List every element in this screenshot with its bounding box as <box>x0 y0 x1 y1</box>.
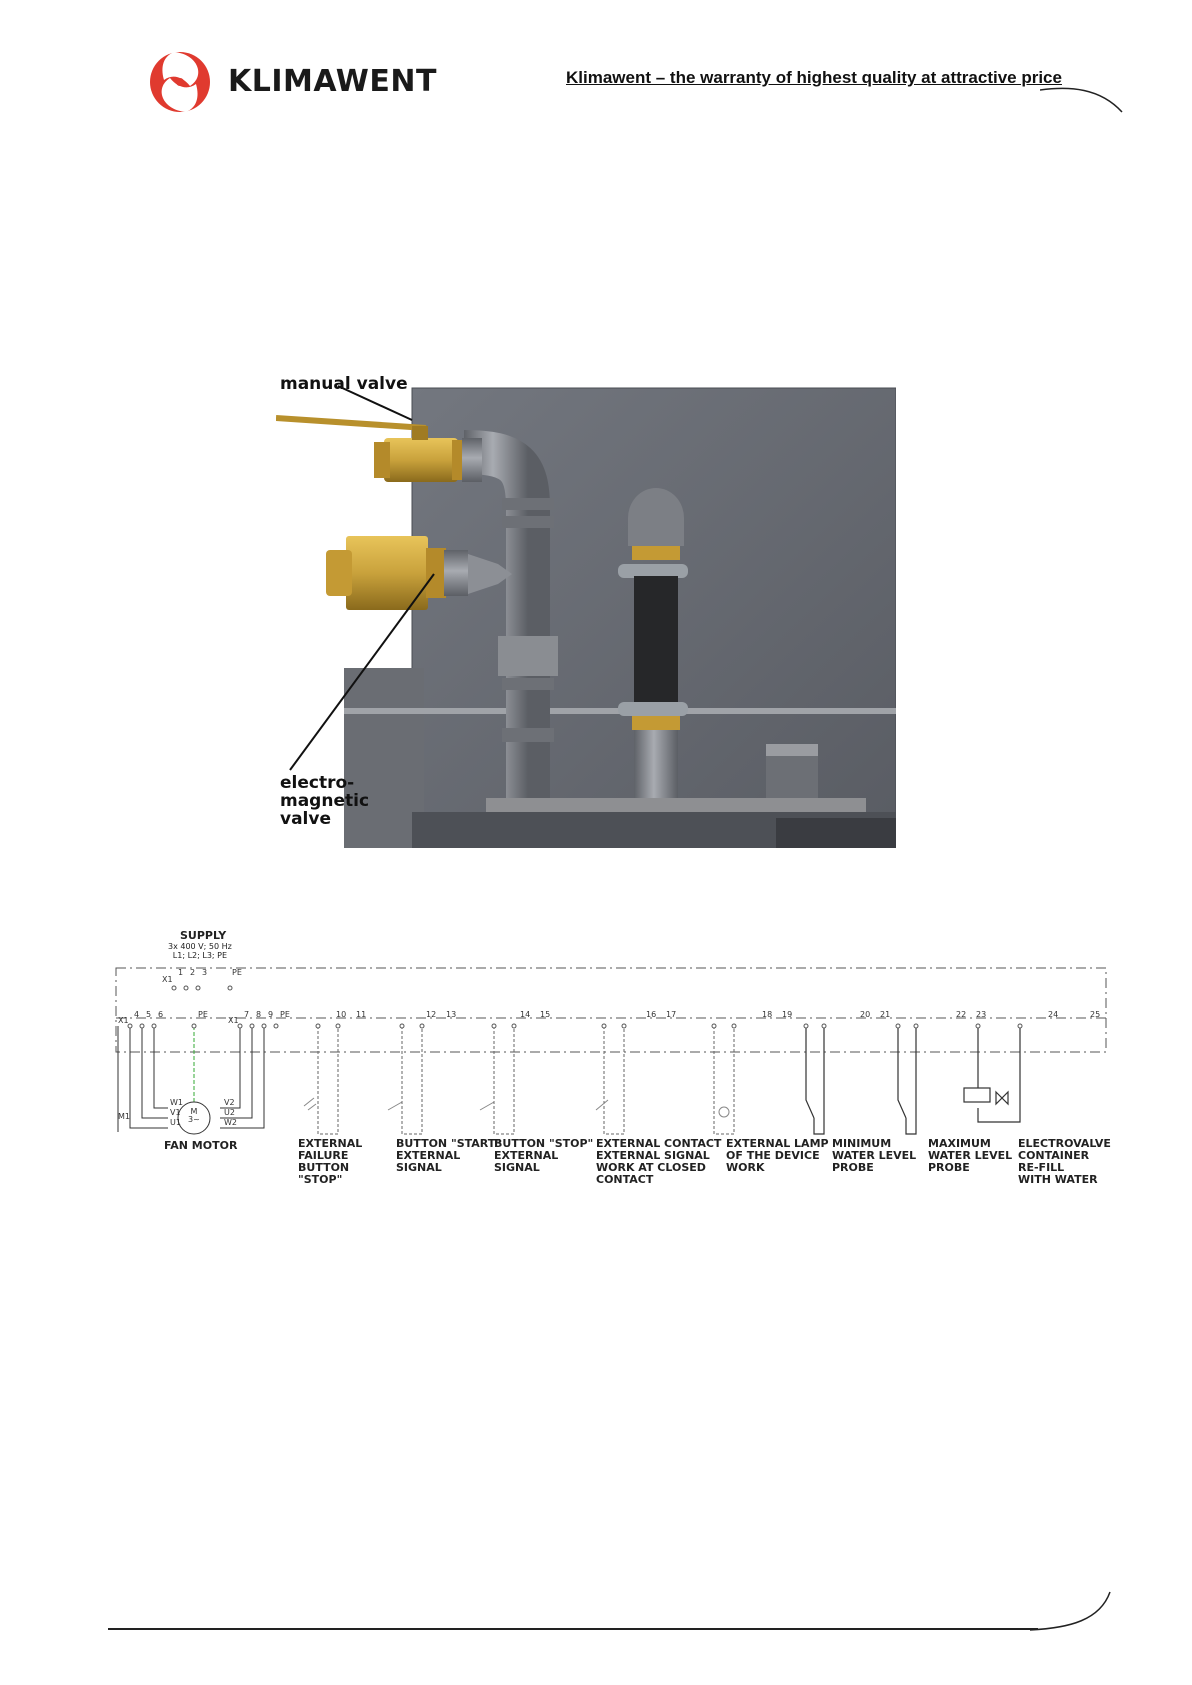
supply-terminal-label: 1 <box>178 968 184 977</box>
supply-spec: 3x 400 V; 50 Hz L1; L2; L3; PE <box>168 942 232 960</box>
winding-label: U1 <box>170 1118 181 1127</box>
block-label-external-contact: EXTERNAL CONTACT EXTERNAL SIGNAL WORK AT… <box>596 1137 722 1186</box>
supply-terminal-label: 2 <box>190 968 196 977</box>
winding-label: V1 <box>170 1108 181 1117</box>
motor-terminal-label: X1 <box>228 1016 239 1025</box>
footer-swoosh-decoration <box>1030 1591 1111 1631</box>
block-label-button-start: BUTTON "START" EXTERNAL SIGNAL <box>396 1137 501 1174</box>
block-terminal: 15 <box>540 1010 551 1019</box>
motor-terminal-label: PE <box>198 1010 208 1019</box>
block-terminal: 21 <box>880 1010 891 1019</box>
wiring-diagram <box>115 967 1107 1135</box>
motor-terminal-label: 5 <box>146 1010 152 1019</box>
motor-terminal-label: 9 <box>268 1010 274 1019</box>
header-tagline: Klimawent – the warranty of highest qual… <box>566 68 1062 87</box>
motor-terminal-label: PE <box>280 1010 290 1019</box>
header-swoosh-decoration <box>1040 87 1123 113</box>
block-terminal: 23 <box>976 1010 987 1019</box>
block-terminal: 19 <box>782 1010 793 1019</box>
fan-motor-label: FAN MOTOR <box>164 1139 238 1152</box>
winding-label: W1 <box>170 1098 183 1107</box>
motor-terminal-label: 7 <box>244 1010 250 1019</box>
block-terminal: 25 <box>1090 1010 1101 1019</box>
block-terminal: 16 <box>646 1010 657 1019</box>
block-label-button-stop: BUTTON "STOP" EXTERNAL SIGNAL <box>494 1137 594 1174</box>
motor-terminal-label: 6 <box>158 1010 164 1019</box>
supply-terminal-label: X1 <box>162 975 173 984</box>
winding-label: V2 <box>224 1098 235 1107</box>
brand-name: KLIMAWENT <box>228 64 437 99</box>
block-terminal: 22 <box>956 1010 967 1019</box>
block-terminal: 14 <box>520 1010 531 1019</box>
block-terminal: 24 <box>1048 1010 1059 1019</box>
fan-motor-icon <box>177 1101 211 1135</box>
winding-label: W2 <box>224 1118 237 1127</box>
valve-assembly-illustration <box>276 385 896 848</box>
electromagnetic-valve-label: electro- magnetic valve <box>280 773 370 829</box>
block-terminal: 11 <box>356 1010 367 1019</box>
block-terminal: 20 <box>860 1010 871 1019</box>
motor-terminal-label: 4 <box>134 1010 140 1019</box>
block-label-maximum-probe: MAXIMUM WATER LEVEL PROBE <box>928 1137 1013 1174</box>
winding-label: M1 <box>118 1112 130 1121</box>
block-label-external-lamp: EXTERNAL LAMP OF THE DEVICE WORK <box>726 1137 829 1174</box>
block-terminal: 10 <box>336 1010 347 1019</box>
manual-valve-label: manual valve <box>280 374 408 394</box>
motor-terminal-label: X1 <box>118 1016 129 1025</box>
block-label-electrovalve: ELECTROVALVE CONTAINER RE-FILL WITH WATE… <box>1018 1137 1111 1186</box>
motor-symbol: M 3~ <box>188 1107 200 1124</box>
supply-title: SUPPLY <box>180 929 227 942</box>
control-box-outline <box>115 967 1107 1053</box>
block-terminal: 17 <box>666 1010 677 1019</box>
block-label-minimum-probe: MINIMUM WATER LEVEL PROBE <box>832 1137 917 1174</box>
footer-rule <box>108 1628 1038 1630</box>
block-terminal: 18 <box>762 1010 773 1019</box>
klimawent-logo-icon <box>150 52 210 112</box>
block-terminal: 13 <box>446 1010 457 1019</box>
motor-terminal-label: 8 <box>256 1010 262 1019</box>
supply-terminal-label: PE <box>232 968 242 977</box>
block-terminal: 12 <box>426 1010 437 1019</box>
supply-terminal-label: 3 <box>202 968 208 977</box>
winding-label: U2 <box>224 1108 235 1117</box>
block-label-external-failure: EXTERNAL FAILURE BUTTON "STOP" <box>298 1137 363 1186</box>
